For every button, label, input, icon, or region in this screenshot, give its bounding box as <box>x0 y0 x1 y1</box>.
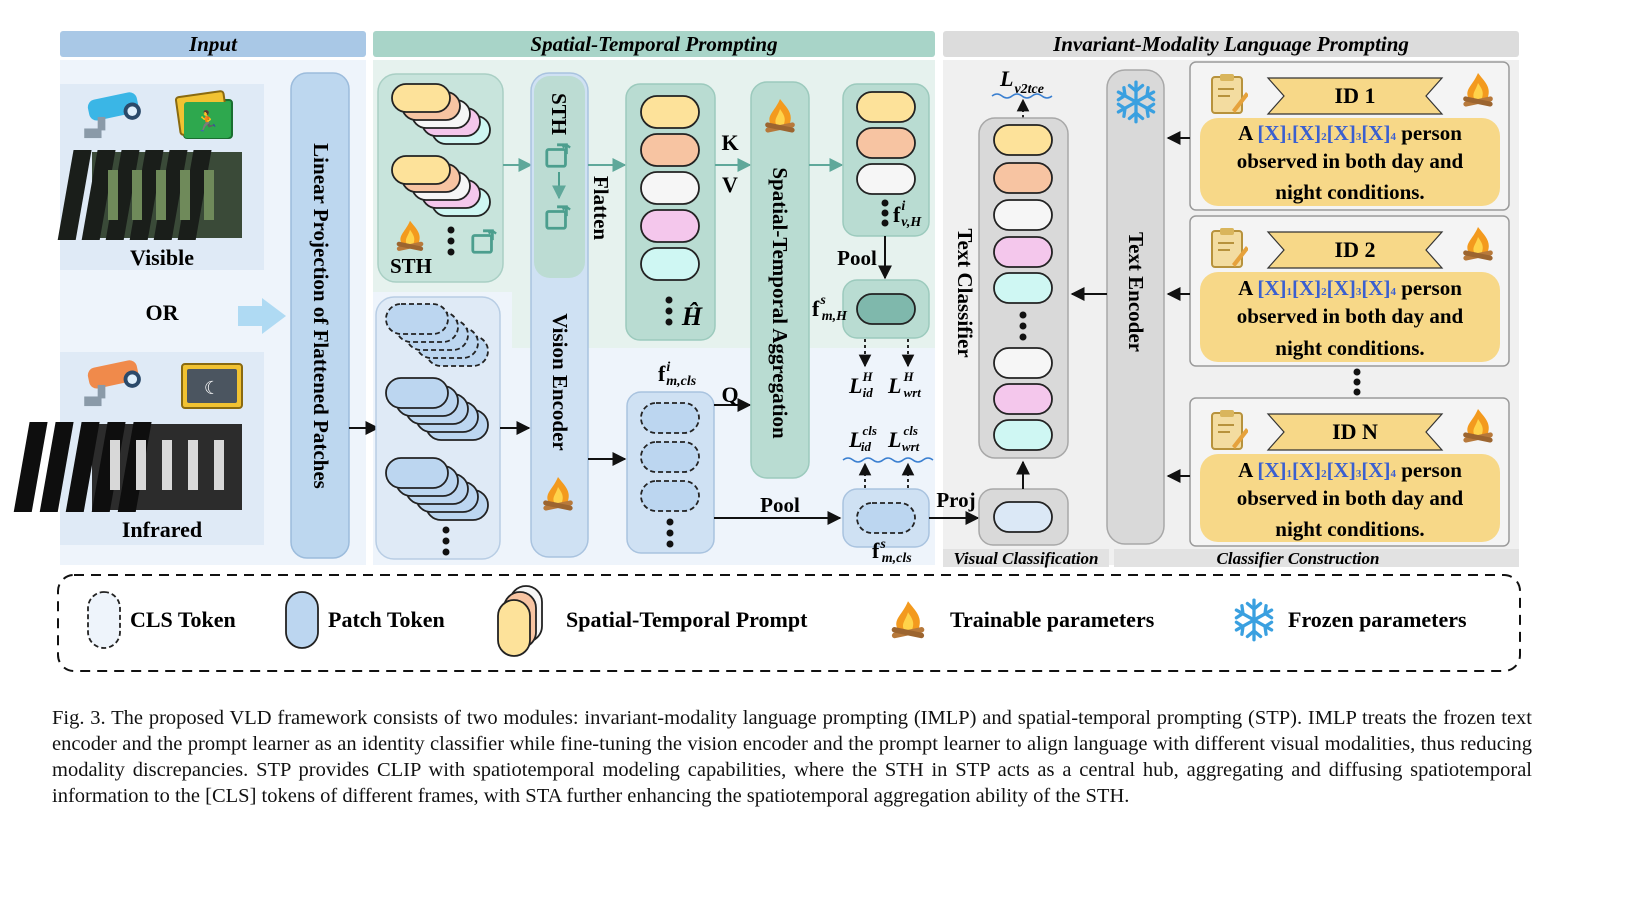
k-label: K <box>721 130 738 155</box>
patch-token-stack-2 <box>385 457 489 521</box>
stp-header-bar <box>373 31 935 57</box>
h-tokens <box>640 95 700 281</box>
input-header-bar <box>60 31 366 57</box>
fmcls-token <box>856 502 916 534</box>
legend-patch-swatch <box>285 591 319 649</box>
legend-patch-label: Patch Token <box>328 607 445 632</box>
id-2-label: ID 2 <box>1335 237 1376 262</box>
vld-framework-figure: Input Spatial-Temporal Prompting Invaria… <box>13 31 1521 672</box>
infrared-label: Infrared <box>122 517 202 542</box>
legend-box <box>57 574 1521 672</box>
visual-feature-token <box>993 501 1053 533</box>
fvh-ellipsis <box>881 199 889 227</box>
or-arrow <box>238 298 286 334</box>
visual-classification-bar <box>943 549 1109 567</box>
sth-prompt-stack-2 <box>391 155 491 217</box>
svg-text:A [X]1[X]2[X]3[X]4 person: A [X]1[X]2[X]3[X]4 person <box>1238 121 1462 145</box>
classifier-construction-bar <box>1114 549 1519 567</box>
fmh-token <box>856 293 916 325</box>
aggregation-label: Spatial-Temporal Aggregation <box>768 167 792 439</box>
svg-text:A [X]1[X]2[X]3[X]4 person: A [X]1[X]2[X]3[X]4 person <box>1238 458 1462 482</box>
legend-frozen-label: Frozen parameters <box>1288 607 1467 632</box>
svg-text:☾: ☾ <box>204 378 220 398</box>
linear-projection-label: Linear Projection of Flattened Patches <box>309 143 333 489</box>
patch-token-stack-1 <box>385 377 489 441</box>
id-1-label: ID 1 <box>1335 83 1376 108</box>
cls-token-stack <box>385 303 489 367</box>
cls-ellipsis <box>666 518 674 548</box>
sth-label: STH <box>390 254 432 278</box>
input-header: Input <box>188 32 238 56</box>
pool-top-label: Pool <box>837 246 877 270</box>
visual-classification-label: Visual Classification <box>953 549 1098 568</box>
card-ellipsis <box>1353 368 1361 396</box>
legend-trainable-label: Trainable parameters <box>950 607 1155 632</box>
vision-encoder-label: Vision Encoder <box>548 313 572 450</box>
legend-prompt-swatch <box>497 585 543 657</box>
pool-bottom-label: Pool <box>760 493 800 517</box>
legend-cls-label: CLS Token <box>130 607 236 632</box>
patch-ellipsis <box>442 526 450 556</box>
svg-text:night conditions.: night conditions. <box>1275 180 1424 204</box>
sth-prompt-stack-1 <box>391 83 491 145</box>
stp-header: Spatial-Temporal Prompting <box>530 32 777 56</box>
infrared-frames <box>13 422 242 512</box>
v-label: V <box>722 172 738 197</box>
svg-text:observed in both day and: observed in both day and <box>1237 149 1464 173</box>
prompt-card-2: ID 2 A [X]1[X]2[X]3[X]4 person observed … <box>1189 215 1510 367</box>
legend-snowflake-icon <box>1234 598 1274 642</box>
classifier-ellipsis <box>1019 311 1027 341</box>
flatten-label: Flatten <box>589 176 613 240</box>
h-ellipsis <box>665 296 673 326</box>
visible-frames <box>57 150 242 240</box>
h-hat-label: Ĥ <box>681 302 703 331</box>
svg-text:observed in both day and: observed in both day and <box>1237 486 1464 510</box>
imlp-header-bar <box>943 31 1519 57</box>
svg-text:A [X]1[X]2[X]3[X]4 person: A [X]1[X]2[X]3[X]4 person <box>1238 276 1462 300</box>
v2tce-wave <box>991 93 1053 99</box>
prompt-card-1: ID 1 A [X]1[X]2[X]3[X]4 person observed … <box>1189 61 1510 211</box>
q-label: Q <box>721 382 738 407</box>
prompt-card-n: ID N A [X]1[X]2[X]3[X]4 person observed … <box>1189 397 1510 547</box>
linear-projection-block <box>290 72 350 559</box>
classifier-tokens <box>993 124 1053 451</box>
svg-text:night conditions.: night conditions. <box>1275 517 1424 541</box>
imlp-header: Invariant-Modality Language Prompting <box>1052 32 1409 56</box>
night-photo-icon: ☾ <box>181 363 243 409</box>
visible-label: Visible <box>130 245 194 270</box>
figure-caption: Fig. 3. The proposed VLD framework consi… <box>52 707 1532 807</box>
id-n-label: ID N <box>1332 419 1378 444</box>
loss-wave <box>842 457 934 463</box>
or-label: OR <box>146 300 180 325</box>
legend-cls-swatch <box>87 591 121 649</box>
proj-label: Proj <box>936 488 975 512</box>
svg-text:🏃: 🏃 <box>195 109 220 133</box>
text-encoder-label: Text Encoder <box>1124 232 1148 352</box>
classifier-construction-label: Classifier Construction <box>1217 549 1380 568</box>
photo-icon: 🏃 <box>174 90 233 139</box>
svg-text:night conditions.: night conditions. <box>1275 336 1424 360</box>
cls-tokens <box>640 402 700 512</box>
legend-prompt-label: Spatial-Temporal Prompt <box>566 607 808 632</box>
text-classifier-label: Text Classifier <box>953 228 977 357</box>
svg-text:observed in both day and: observed in both day and <box>1237 304 1464 328</box>
text-encoder-block <box>1106 69 1165 545</box>
sth-ellipsis <box>447 226 455 256</box>
legend-fire-icon <box>891 601 925 639</box>
fvh-tokens <box>856 91 916 195</box>
aggregation-block <box>750 81 810 479</box>
sth-encoder-label: STH <box>547 93 571 135</box>
